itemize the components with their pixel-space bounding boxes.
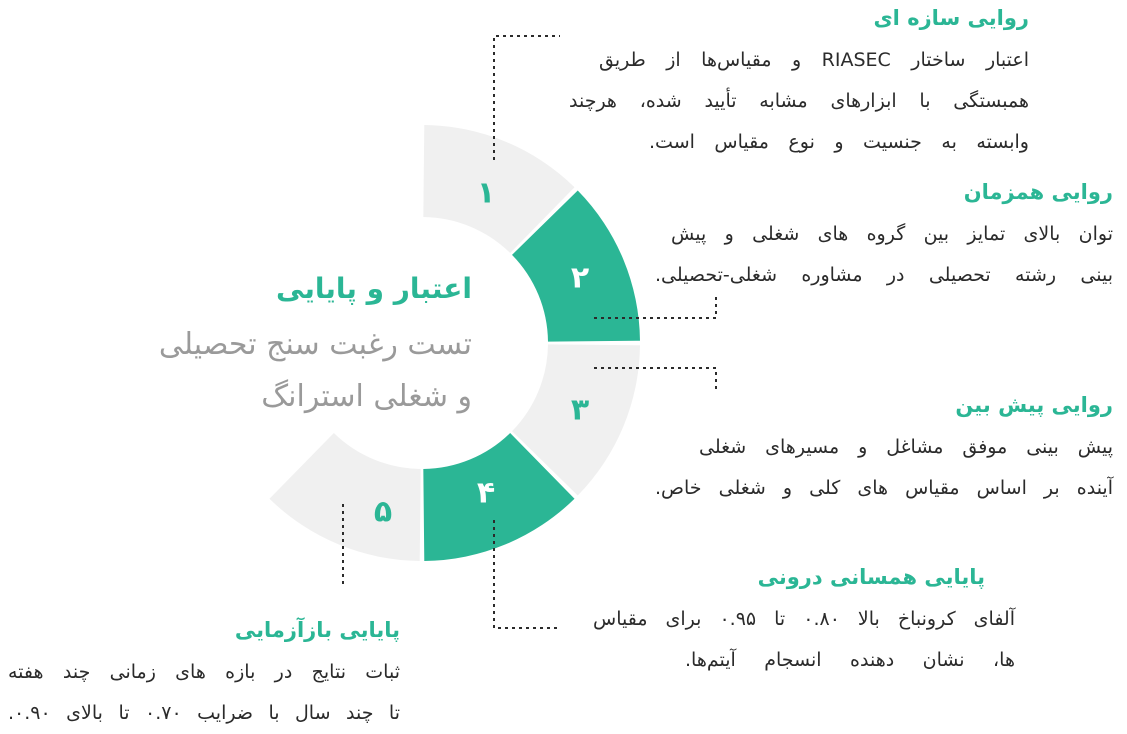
ring-segment-1 [423, 125, 575, 253]
center-title: اعتبار و پایایی [275, 272, 472, 305]
segment-number-1: ۱ [477, 176, 495, 211]
item-2-title: روایی همزمان [963, 180, 1113, 204]
item-5-line-1: ثبات نتایج در بازه های زمانی چند هفته [8, 661, 400, 683]
segment-number-3: ۳ [571, 393, 589, 428]
center-subtitle-line-1: تست رغبت سنج تحصیلی [158, 327, 472, 362]
segment-number-5: ۵ [374, 495, 392, 530]
item-4-line-2: ها، نشان دهنده انسجام آیتم‌ها. [685, 649, 1015, 671]
connector-3 [594, 367, 717, 392]
connector-1 [493, 35, 560, 160]
item-3-line-1: پیش بینی موفق مشاغل و مسیرهای شغلی [699, 436, 1113, 458]
connector-lines [342, 35, 717, 629]
ring-segments: ۱ ۲ ۳ ۴ ۵ [269, 125, 640, 561]
item-5-line-2: تا چند سال با ضرایب ۰.۷۰ تا بالای ۰.۹۰. [8, 702, 400, 724]
item-1-title: روایی سازه ای [873, 6, 1029, 30]
ring-segment-2 [512, 190, 640, 342]
center-subtitle-line-2: و شغلی استرانگ [261, 379, 472, 414]
connector-2 [594, 294, 717, 319]
item-5-title: پایایی بازآزمایی [234, 618, 400, 642]
connector-4 [493, 520, 560, 629]
item-4-title: پایایی همسانی درونی [757, 565, 985, 589]
item-3-title: روایی پیش بین [955, 393, 1113, 417]
item-3-line-2: آینده بر اساس مقیاس های کلی و شغلی خاص. [655, 477, 1113, 499]
item-block-4: پایایی همسانی درونی آلفای کرونباخ بالا ۰… [585, 565, 1015, 681]
item-4-line-1: آلفای کرونباخ بالا ۰.۸۰ تا ۰.۹۵ برای مقی… [593, 608, 1015, 630]
ring-segment-3 [512, 344, 640, 496]
segment-number-4: ۴ [477, 476, 495, 511]
item-block-2: روایی همزمان توان بالای تمایز بین گروه ه… [653, 180, 1113, 296]
item-1-line-2: همبستگی با ابزارهای مشابه تأیید شده، هرچ… [569, 90, 1029, 112]
item-1-line-3: وابسته به جنسیت و نوع مقیاس است. [649, 131, 1029, 153]
item-block-3: روایی پیش بین پیش بینی موفق مشاغل و مسیر… [653, 393, 1113, 509]
item-block-5: پایایی بازآزمایی ثبات نتایج در بازه های … [6, 618, 400, 734]
ring-segment-5 [269, 433, 421, 561]
ring-segment-4 [423, 433, 575, 561]
item-block-1: روایی سازه ای اعتبار ساختار RIASEC و مقی… [569, 6, 1029, 163]
center-title-block: اعتبار و پایایی تست رغبت سنج تحصیلی و شغ… [159, 272, 472, 423]
item-2-line-1: توان بالای تمایز بین گروه های شغلی و پیش [671, 223, 1113, 245]
item-1-line-1: اعتبار ساختار RIASEC و مقیاس‌ها از طریق [599, 49, 1030, 71]
segment-number-2: ۲ [571, 261, 589, 296]
item-2-line-2: بینی رشته تحصیلی در مشاوره شغلی-تحصیلی. [655, 264, 1113, 286]
